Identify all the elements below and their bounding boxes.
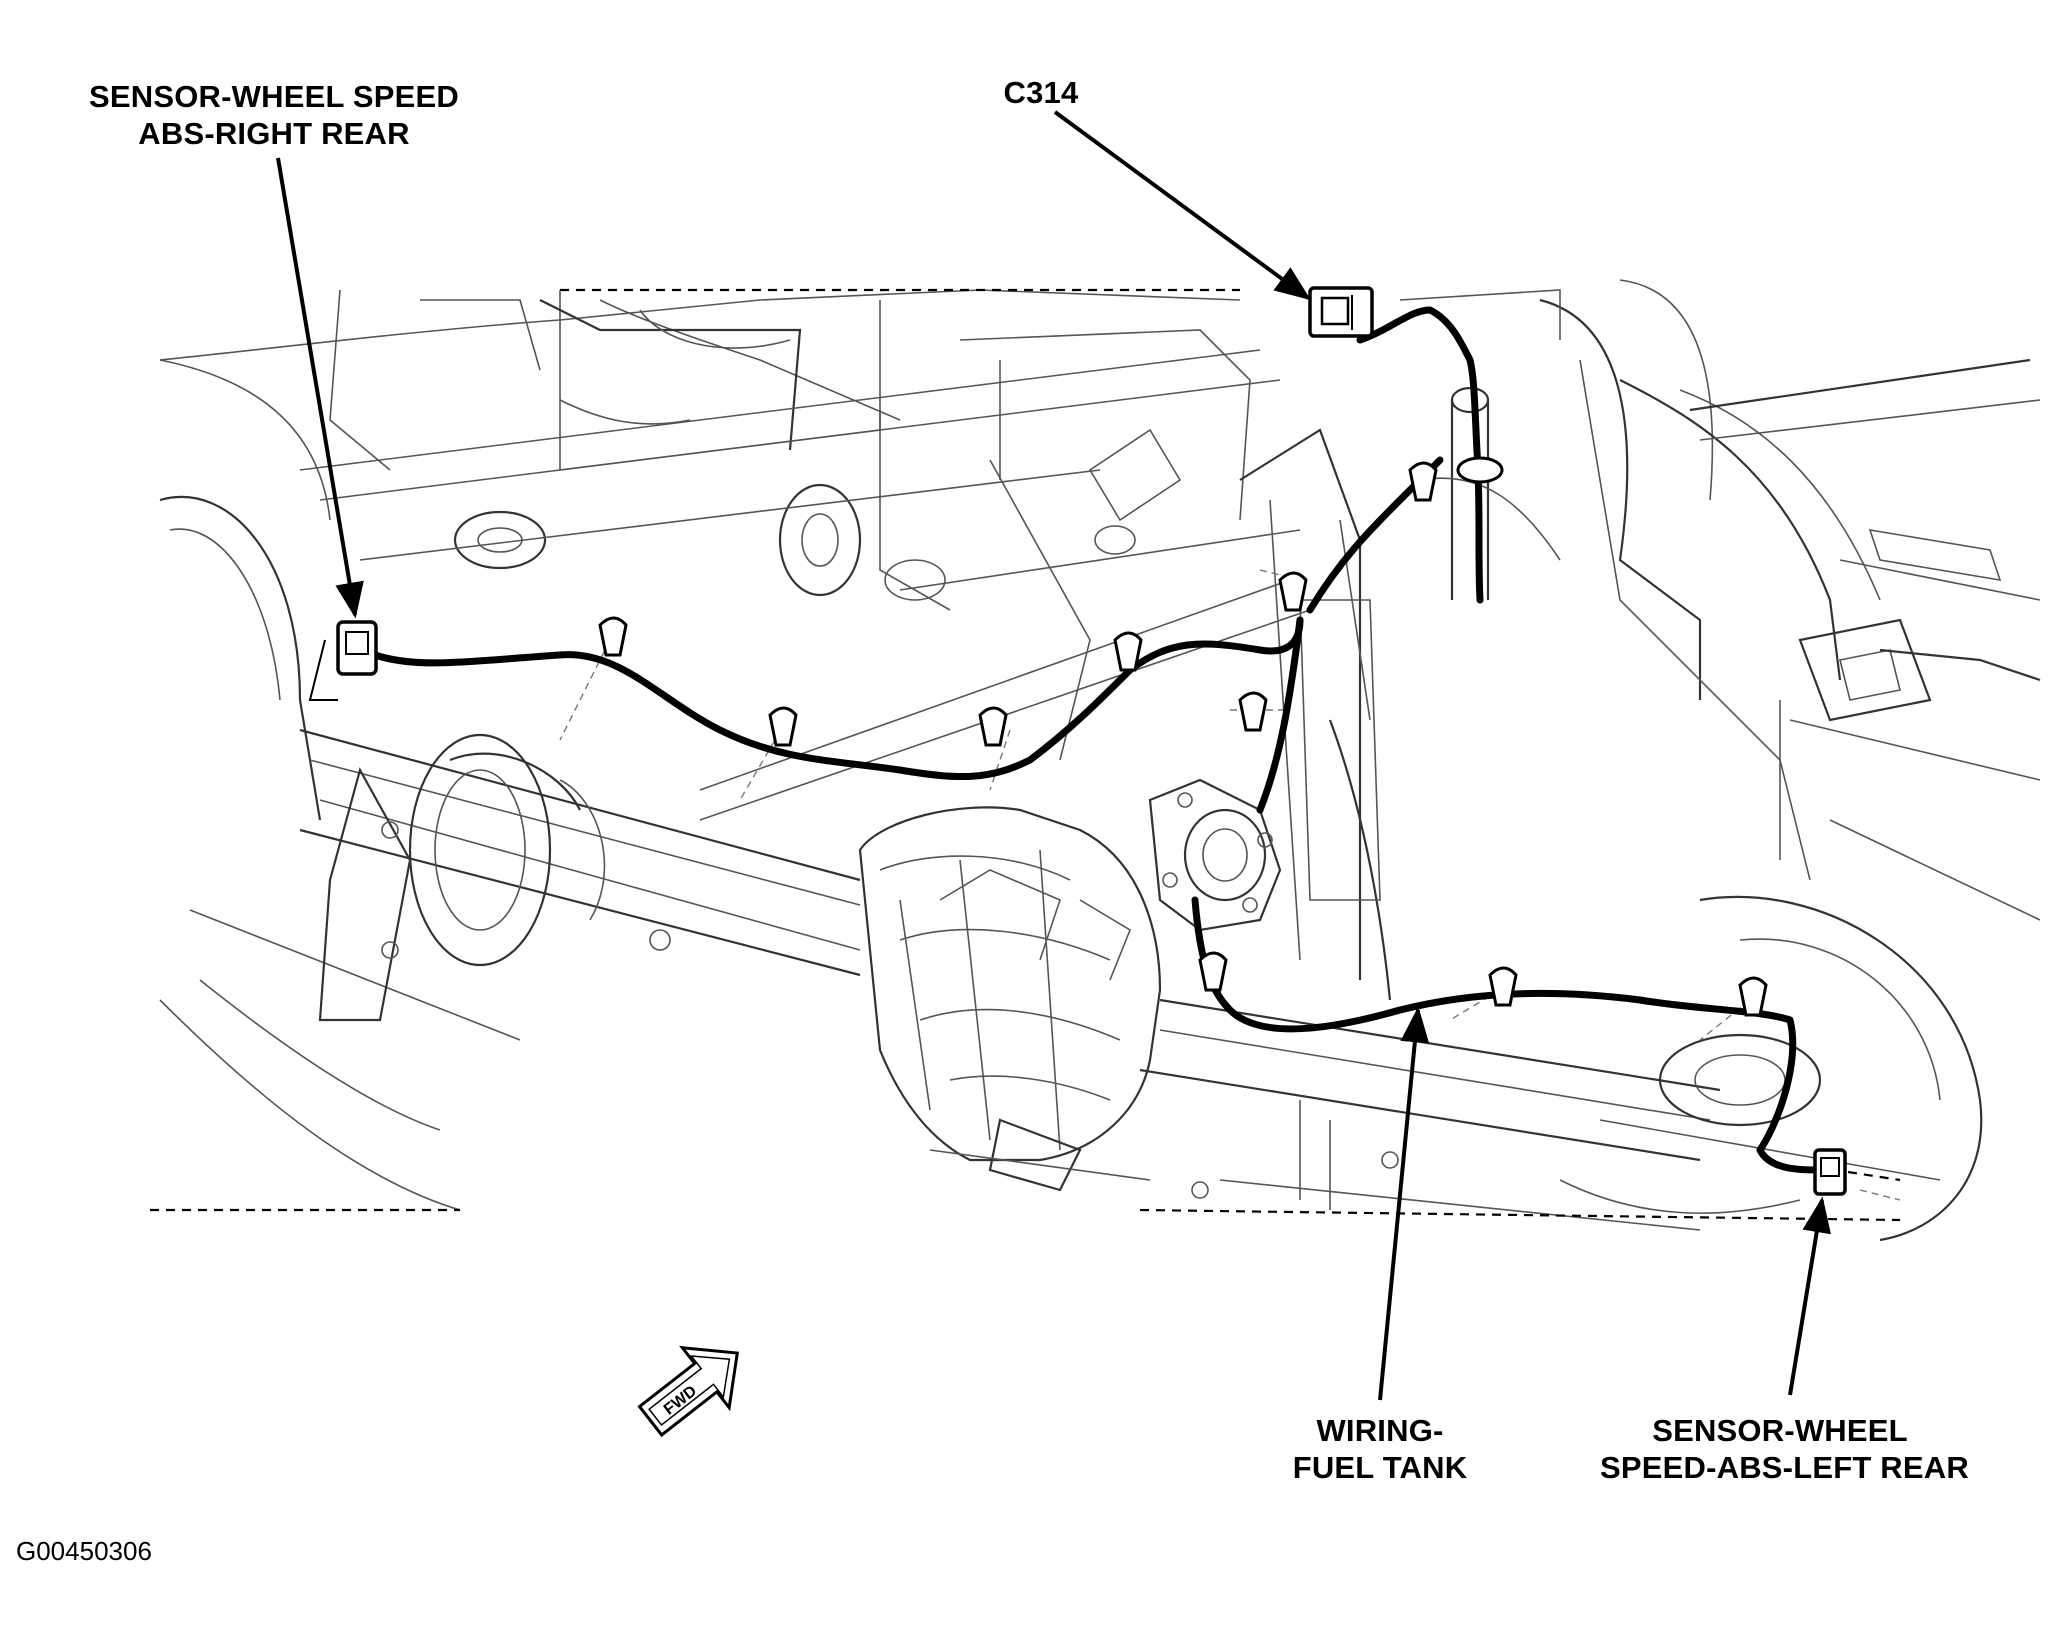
harness-riser [1474, 466, 1484, 604]
clip-icon [1408, 461, 1438, 502]
label-wiring-fuel-tank: WIRING- FUEL TANK [1280, 1412, 1480, 1486]
sensor-left-rear-connector[interactable] [1813, 1148, 1901, 1196]
clip-icon [768, 706, 798, 747]
label-line: C314 [1003, 75, 1079, 110]
label-line: WIRING- [1316, 1413, 1444, 1448]
wiring-harness[interactable] [371, 306, 1824, 1174]
label-c314: C314 [996, 74, 1086, 111]
label-sensor-right-rear: SENSOR-WHEEL SPEED ABS-RIGHT REAR [84, 78, 464, 152]
clip-icon [1488, 966, 1518, 1007]
clip-icon [1198, 951, 1228, 992]
clip-icon [1113, 631, 1143, 672]
leader-c314 [1053, 110, 1311, 301]
label-line: FUEL TANK [1292, 1450, 1468, 1485]
label-line: ABS-RIGHT REAR [138, 116, 410, 151]
harness-right-rear-branch [371, 616, 1304, 781]
clip-icon [1738, 976, 1768, 1017]
grommet-icon [1456, 456, 1504, 484]
clip-icon [1238, 691, 1268, 732]
vehicle-underbody [150, 279, 2041, 1242]
leader-left-rear-sensor [1788, 1196, 1831, 1396]
fwd-arrow-icon: FWD [637, 1345, 739, 1438]
label-line: SENSOR-WHEEL [1652, 1413, 1908, 1448]
sensor-right-rear-connector[interactable] [308, 620, 378, 701]
c314-connector[interactable] [1308, 286, 1374, 338]
label-line: SPEED-ABS-LEFT REAR [1600, 1450, 1969, 1485]
harness-clips [598, 456, 1768, 1017]
label-sensor-left-rear: SENSOR-WHEEL SPEED-ABS-LEFT REAR [1600, 1412, 1969, 1486]
label-line: SENSOR-WHEEL SPEED [89, 79, 459, 114]
harness-trunk [1256, 616, 1304, 814]
harness-left-rear-branch [1191, 896, 1824, 1174]
clip-icon [598, 616, 628, 657]
leader-right-rear-sensor [276, 157, 364, 619]
clip-icon [978, 706, 1008, 747]
callout-leaders [276, 110, 1831, 1401]
leader-wiring-fuel-tank [1378, 1006, 1430, 1401]
figure-id: G00450306 [16, 1536, 152, 1566]
clip-icon [1278, 571, 1308, 612]
harness-c314-branch [1356, 306, 1482, 474]
